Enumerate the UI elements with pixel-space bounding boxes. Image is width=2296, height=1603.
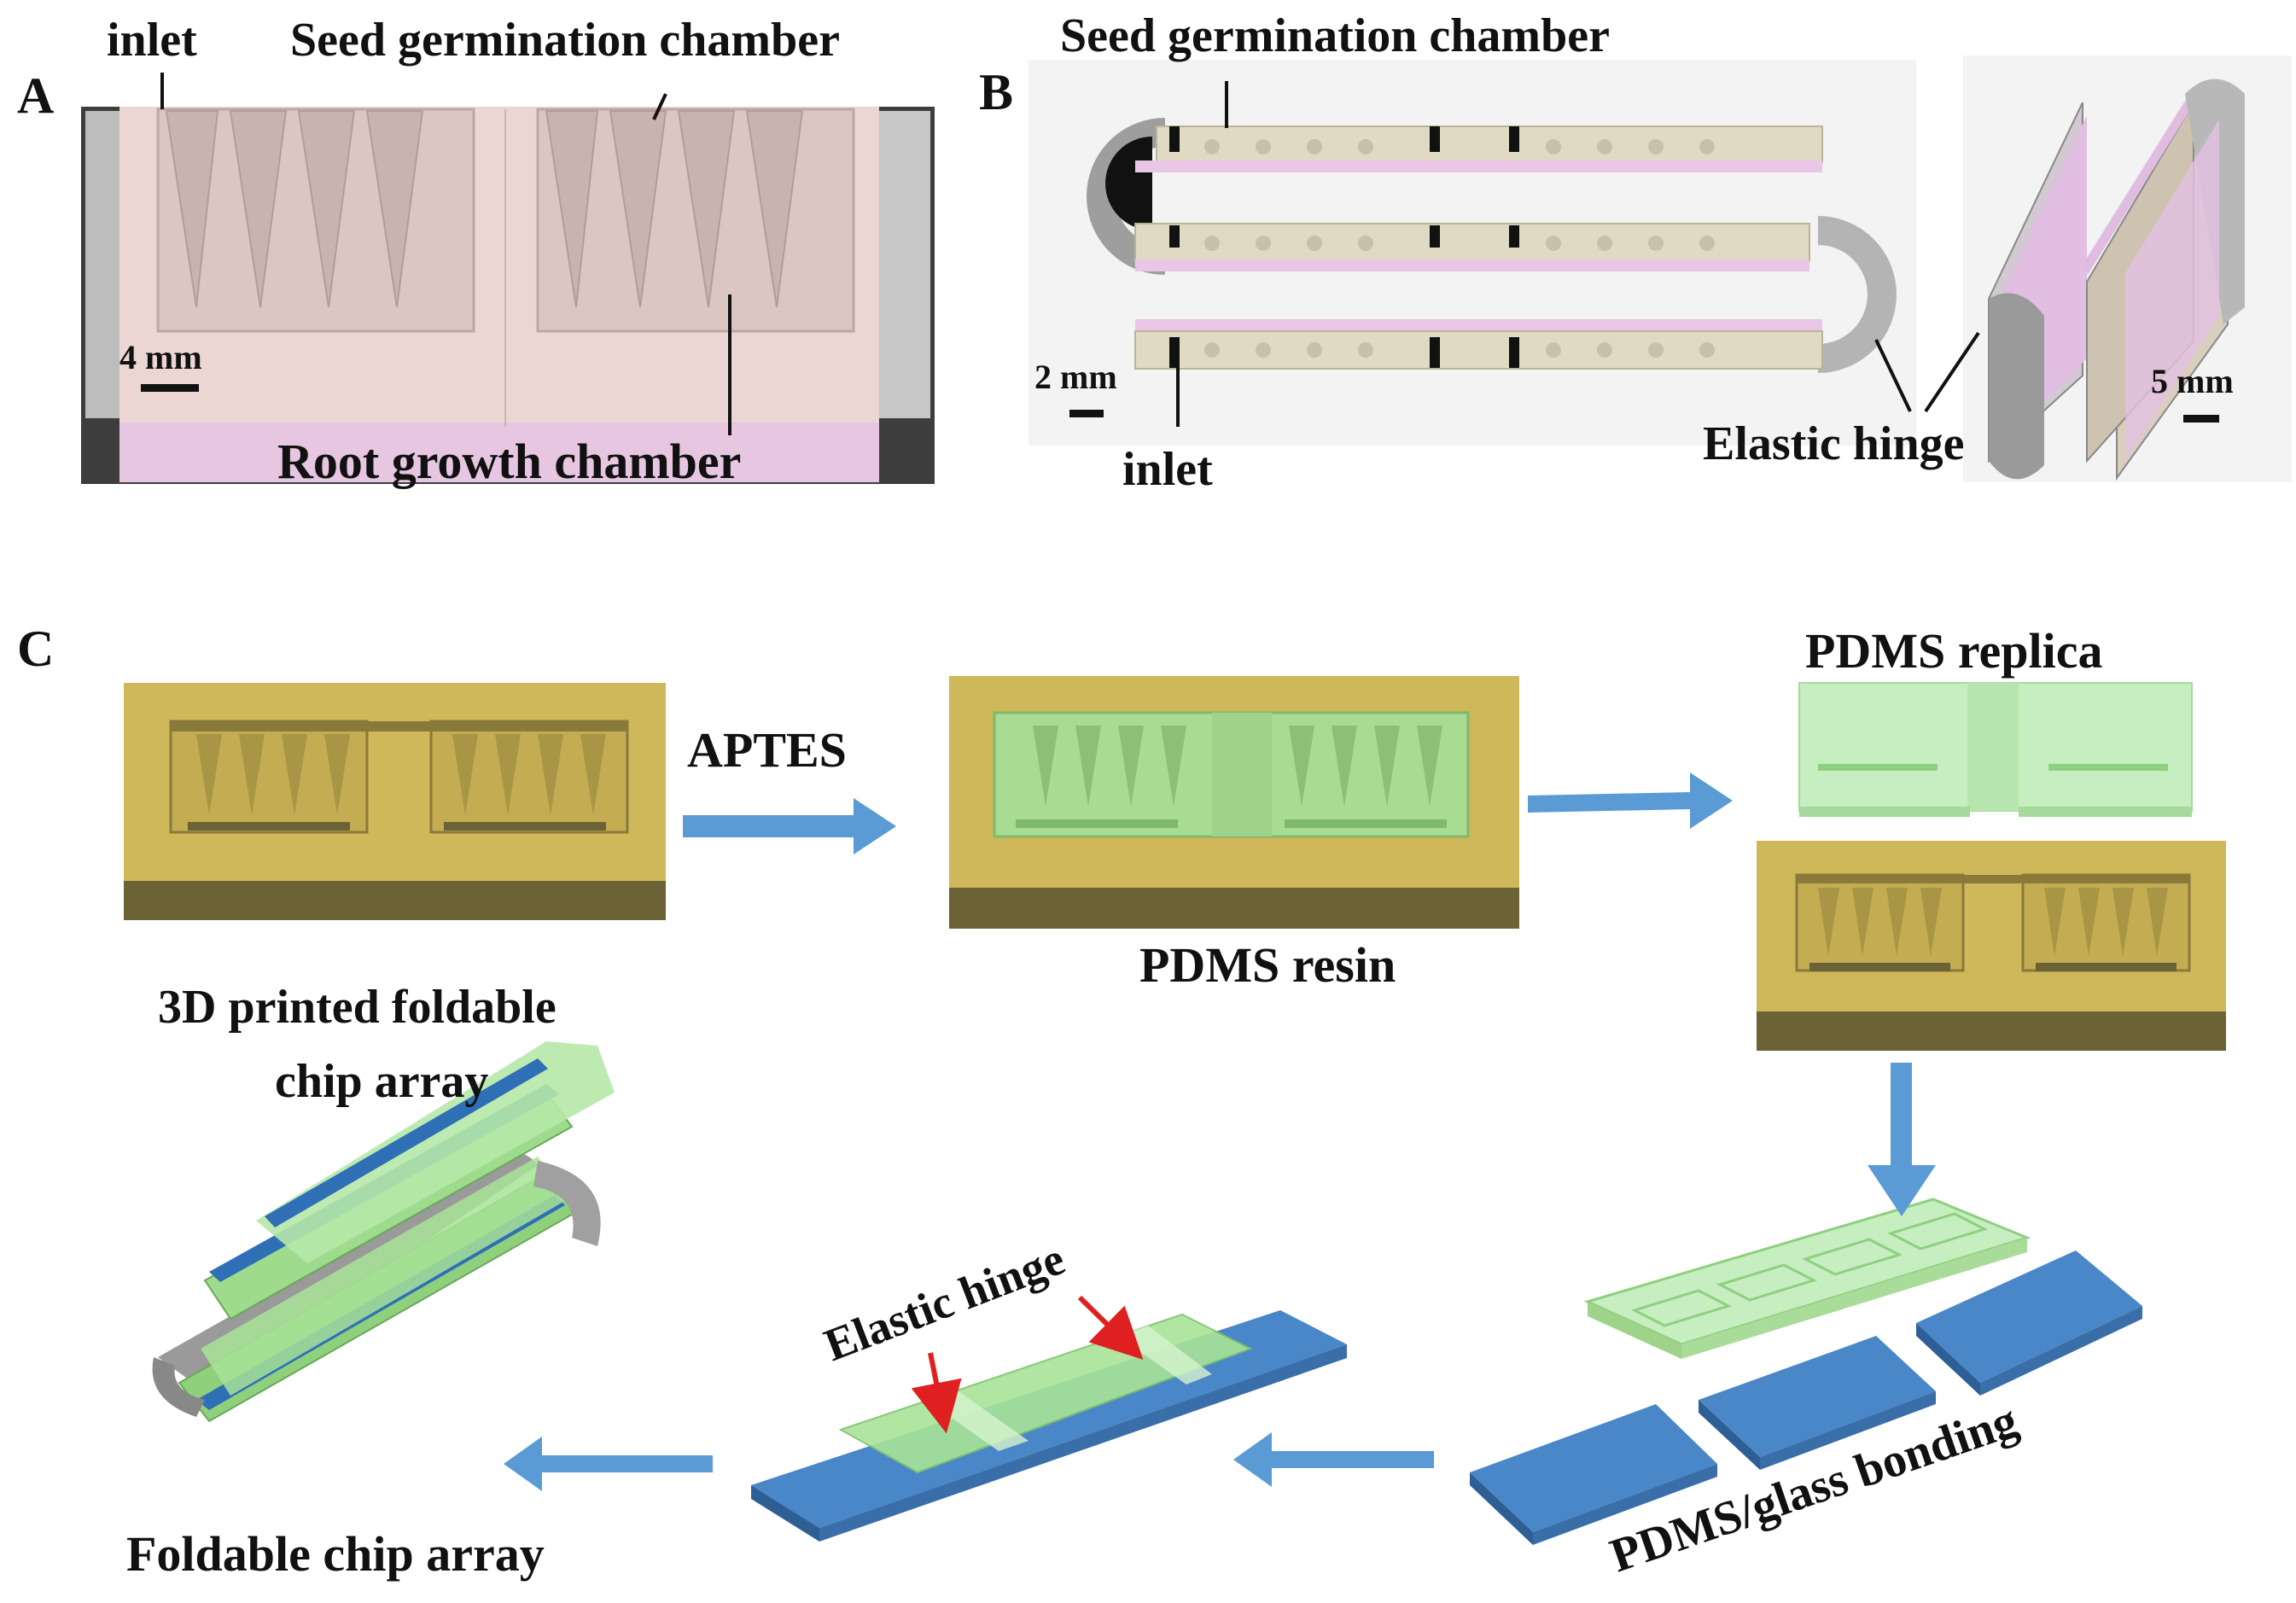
panel-label-c: C [17,621,54,677]
printed-mold-2 [1757,841,2226,1051]
pdms-replica [1798,682,2193,817]
seed-wells-left [165,110,424,308]
scale-bar-a [141,384,199,392]
aptes-label: APTES [687,722,847,778]
printed-label-line2: chip array [275,1055,488,1108]
pdms-glass-parts [1470,1198,2142,1545]
strip-top [1135,125,1823,172]
arrow-to-foldable [504,1437,713,1491]
strip-middle [1134,223,1810,271]
red-arrow-right [1077,1295,1144,1361]
scale-bar-b-right [2183,415,2219,423]
arrow-to-hinge [1233,1432,1434,1487]
root-growth-chamber [119,423,879,482]
flow-arrows [504,772,1936,1491]
inlet-label-a: inlet [107,14,197,67]
folded-device-3d [1988,79,2245,481]
right-gray-wall [879,111,930,418]
panel-b [1029,55,2292,482]
pdms-replica-label: PDMS replica [1805,623,2102,679]
seed-well-dots [1204,139,1715,358]
scale-label-b-right: 5 mm [2151,362,2234,400]
inlet-marks [1169,126,1519,368]
seed-chamber-label-a: Seed germination chamber [290,14,840,67]
arrow-down [1868,1063,1936,1216]
scale-label-b-left: 2 mm [1034,358,1117,396]
hinge-right [1817,216,1897,373]
mold-with-pdms [949,676,1519,929]
hinge-label-b: Elastic hinge [1703,417,1964,470]
hinge-left-core [1105,137,1152,230]
hinge-red-arrows [911,1295,1144,1434]
pdms-resin-label: PDMS resin [1139,937,1396,993]
foldable-label: Foldable chip array [126,1526,545,1582]
seed-chamber-leader [652,93,667,120]
printed-label-line1: 3D printed foldable [158,981,557,1034]
strip-bottom [1134,319,1823,370]
left-gray-wall [85,111,119,418]
inlet-label-b: inlet [1122,443,1213,496]
scale-label-a: 4 mm [119,338,202,376]
seed-chamber-label-b: Seed germination chamber [1060,9,1610,62]
foldable-chip-array-3d [152,1041,615,1423]
hinge-leader-1 [1874,339,1912,412]
root-chamber-label: Root growth chamber [277,434,741,489]
arrow-aptes [683,798,896,854]
red-arrow-left [911,1352,962,1434]
panel-a [81,73,935,484]
printed-mold-1 [124,683,666,920]
panel-c [124,676,2226,1545]
hinge-label-c: Elastic hinge [818,1233,1071,1371]
hinge-leader-2 [1924,331,1980,413]
panel-label-b: B [979,64,1013,120]
arrow-to-replica [1528,772,1733,829]
scale-bar-b-left [1069,410,1104,417]
seed-wells-right [545,110,804,308]
panel-label-a: A [17,67,54,124]
